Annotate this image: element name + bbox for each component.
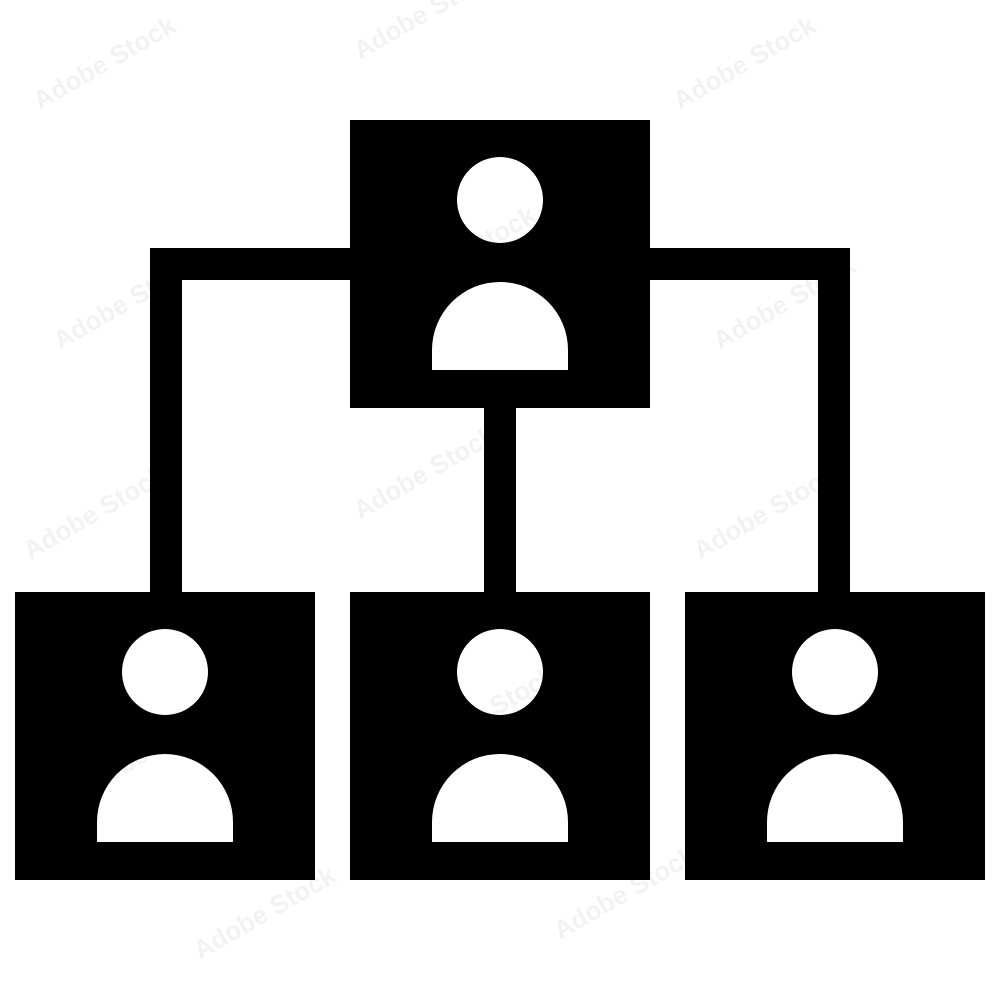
connector-center-drop: [484, 406, 516, 594]
connector-top-left: [150, 248, 350, 280]
connector-lines: [150, 248, 850, 594]
connector-right-drop: [818, 248, 850, 594]
connector-left-drop: [150, 248, 182, 594]
user-body: [432, 282, 568, 370]
user-icon: [97, 629, 233, 842]
person-box-right: [685, 592, 985, 880]
person-box-left: [15, 592, 315, 880]
user-body: [432, 754, 568, 842]
user-body: [767, 754, 903, 842]
user-head: [792, 629, 878, 715]
person-box-top: [350, 120, 650, 408]
user-body: [97, 754, 233, 842]
user-head: [457, 157, 543, 243]
connector-top-right: [650, 248, 850, 280]
stock-id-label: #399450234: [18, 808, 33, 880]
person-box-center: [350, 592, 650, 880]
user-head: [457, 629, 543, 715]
user-icon: [432, 157, 568, 370]
user-icon: [767, 629, 903, 842]
user-head: [122, 629, 208, 715]
user-icon: [432, 629, 568, 842]
